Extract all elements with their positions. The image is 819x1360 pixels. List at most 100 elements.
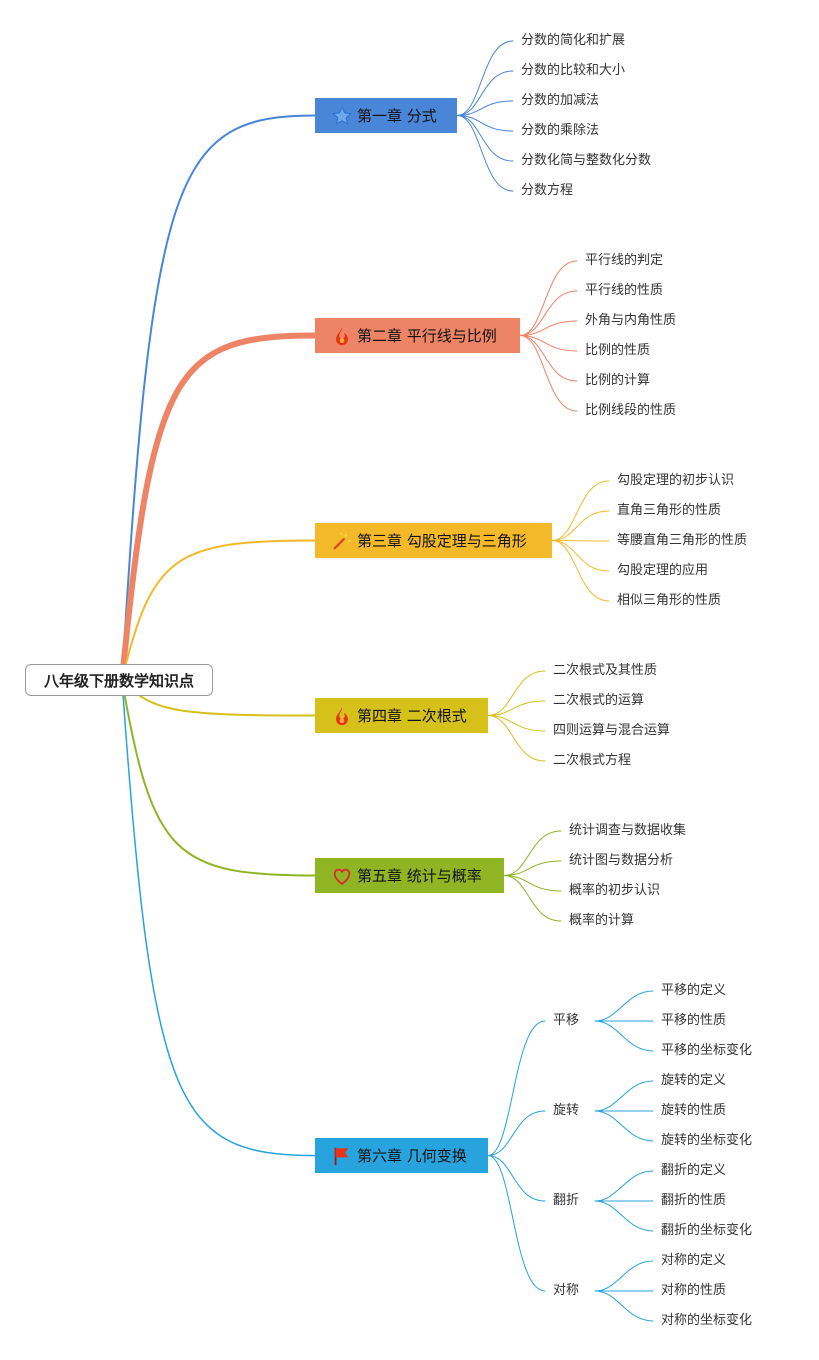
leaf-topic[interactable]: 分数的简化和扩展 bbox=[521, 33, 626, 48]
chapter-title: 第一章 分式 bbox=[357, 107, 437, 125]
connector-line bbox=[456, 115, 514, 132]
leaf-topic[interactable]: 概率的计算 bbox=[569, 913, 635, 928]
leaf-topic[interactable]: 统计图与数据分析 bbox=[569, 853, 674, 868]
leaf-topic[interactable]: 外角与内角性质 bbox=[585, 313, 677, 328]
leaf-topic[interactable]: 对称的定义 bbox=[661, 1253, 727, 1268]
leaf-topic[interactable]: 统计调查与数据收集 bbox=[569, 823, 687, 838]
leaf-topic[interactable]: 概率的初步认识 bbox=[569, 883, 661, 898]
leaf-topic[interactable]: 翻折的性质 bbox=[661, 1193, 727, 1208]
leaf-topic[interactable]: 对称的性质 bbox=[661, 1283, 727, 1298]
root-node[interactable]: 八年级下册数学知识点 bbox=[25, 664, 213, 696]
connector-line bbox=[594, 1110, 654, 1142]
connector-line bbox=[594, 1290, 654, 1322]
connector-line bbox=[487, 1155, 546, 1292]
leaf-topic[interactable]: 直角三角形的性质 bbox=[617, 503, 722, 518]
leaf-topic[interactable]: 勾股定理的应用 bbox=[617, 563, 709, 578]
leaf-topic[interactable]: 对称的坐标变化 bbox=[661, 1313, 753, 1328]
leaf-topic[interactable]: 旋转的坐标变化 bbox=[661, 1133, 753, 1148]
leaf-topic[interactable]: 平行线的性质 bbox=[585, 283, 664, 298]
leaf-topic[interactable]: 翻折的定义 bbox=[661, 1163, 727, 1178]
connector-line bbox=[519, 335, 578, 382]
leaf-topic[interactable]: 旋转的性质 bbox=[661, 1103, 727, 1118]
leaf-topic[interactable]: 平移的坐标变化 bbox=[661, 1043, 753, 1058]
chapter-node[interactable]: 第一章 分式 bbox=[315, 98, 457, 133]
connector-line bbox=[456, 115, 514, 162]
connector-line bbox=[551, 480, 610, 541]
connector-line bbox=[487, 715, 546, 732]
leaf-topic[interactable]: 平行线的判定 bbox=[585, 253, 664, 268]
fire-icon bbox=[331, 705, 353, 727]
subtopic-node[interactable]: 翻折 bbox=[553, 1193, 580, 1208]
connector-line bbox=[487, 1020, 546, 1156]
leaf-topic[interactable]: 分数的比较和大小 bbox=[521, 63, 626, 78]
connector-line bbox=[594, 1020, 654, 1052]
chapter-title: 第四章 二次根式 bbox=[357, 707, 467, 725]
connector-line bbox=[594, 990, 654, 1022]
leaf-topic[interactable]: 二次根式的运算 bbox=[553, 693, 645, 708]
connector-line bbox=[551, 540, 610, 572]
connector-line bbox=[551, 540, 610, 602]
leaf-topic[interactable]: 分数的加减法 bbox=[521, 93, 600, 108]
connector-line bbox=[503, 860, 562, 876]
chapter-node[interactable]: 第五章 统计与概率 bbox=[315, 858, 504, 893]
connector-line bbox=[121, 679, 316, 1157]
chapter-node[interactable]: 第四章 二次根式 bbox=[315, 698, 488, 733]
connector-line bbox=[519, 260, 578, 336]
connector-line bbox=[503, 875, 562, 892]
leaf-topic[interactable]: 比例的计算 bbox=[585, 373, 651, 388]
connector-line bbox=[456, 115, 514, 192]
leaf-topic[interactable]: 比例线段的性质 bbox=[585, 403, 677, 418]
connector-line bbox=[487, 715, 546, 762]
chapter-title: 第五章 统计与概率 bbox=[357, 867, 482, 885]
connector-line bbox=[487, 700, 546, 716]
connector-line bbox=[594, 1080, 654, 1112]
connector-line bbox=[594, 1170, 654, 1202]
leaf-topic[interactable]: 比例的性质 bbox=[585, 343, 651, 358]
connector-line bbox=[119, 332, 318, 683]
leaf-topic[interactable]: 旋转的定义 bbox=[661, 1073, 727, 1088]
leaf-topic[interactable]: 分数方程 bbox=[521, 183, 574, 198]
chapter-node[interactable]: 第三章 勾股定理与三角形 bbox=[315, 523, 552, 558]
leaf-topic[interactable]: 分数化简与整数化分数 bbox=[521, 153, 652, 168]
connector-line bbox=[121, 114, 316, 681]
connector-line bbox=[551, 510, 610, 541]
connector-line bbox=[456, 70, 514, 116]
connector-line bbox=[487, 1110, 546, 1156]
connector-line bbox=[519, 290, 578, 336]
subtopic-node[interactable]: 对称 bbox=[553, 1283, 580, 1298]
leaf-topic[interactable]: 平移的定义 bbox=[661, 983, 727, 998]
connector-line bbox=[121, 539, 316, 681]
leaf-topic[interactable]: 等腰直角三角形的性质 bbox=[617, 533, 748, 548]
leaf-topic[interactable]: 四则运算与混合运算 bbox=[553, 723, 671, 738]
connector-line bbox=[551, 540, 610, 542]
chapter-node[interactable]: 第二章 平行线与比例 bbox=[315, 318, 520, 353]
connector-line bbox=[456, 40, 514, 116]
leaf-topic[interactable]: 二次根式方程 bbox=[553, 753, 632, 768]
connector-line bbox=[503, 875, 562, 922]
connector-line bbox=[519, 335, 578, 352]
subtopic-node[interactable]: 平移 bbox=[553, 1013, 580, 1028]
subtopic-node[interactable]: 旋转 bbox=[553, 1103, 580, 1118]
chapter-node[interactable]: 第六章 几何变换 bbox=[315, 1138, 488, 1173]
chapter-title: 第二章 平行线与比例 bbox=[357, 327, 497, 345]
connector-line bbox=[594, 1260, 654, 1292]
leaf-topic[interactable]: 勾股定理的初步认识 bbox=[617, 473, 735, 488]
chapter-title: 第六章 几何变换 bbox=[357, 1147, 467, 1165]
connector-line bbox=[121, 679, 316, 877]
connector-line bbox=[503, 830, 562, 876]
connector-line bbox=[519, 335, 578, 412]
connector-line bbox=[594, 1200, 654, 1232]
flag-icon bbox=[331, 1145, 353, 1167]
leaf-topic[interactable]: 翻折的坐标变化 bbox=[661, 1223, 753, 1238]
leaf-topic[interactable]: 相似三角形的性质 bbox=[617, 593, 722, 608]
star-icon bbox=[331, 105, 353, 127]
heart-icon bbox=[331, 865, 353, 887]
leaf-topic[interactable]: 二次根式及其性质 bbox=[553, 663, 658, 678]
connector-line bbox=[487, 1155, 546, 1202]
fire-icon bbox=[331, 325, 353, 347]
leaf-topic[interactable]: 分数的乘除法 bbox=[521, 123, 600, 138]
leaf-topic[interactable]: 平移的性质 bbox=[661, 1013, 727, 1028]
chapter-title: 第三章 勾股定理与三角形 bbox=[357, 532, 527, 550]
connector-line bbox=[487, 670, 546, 716]
